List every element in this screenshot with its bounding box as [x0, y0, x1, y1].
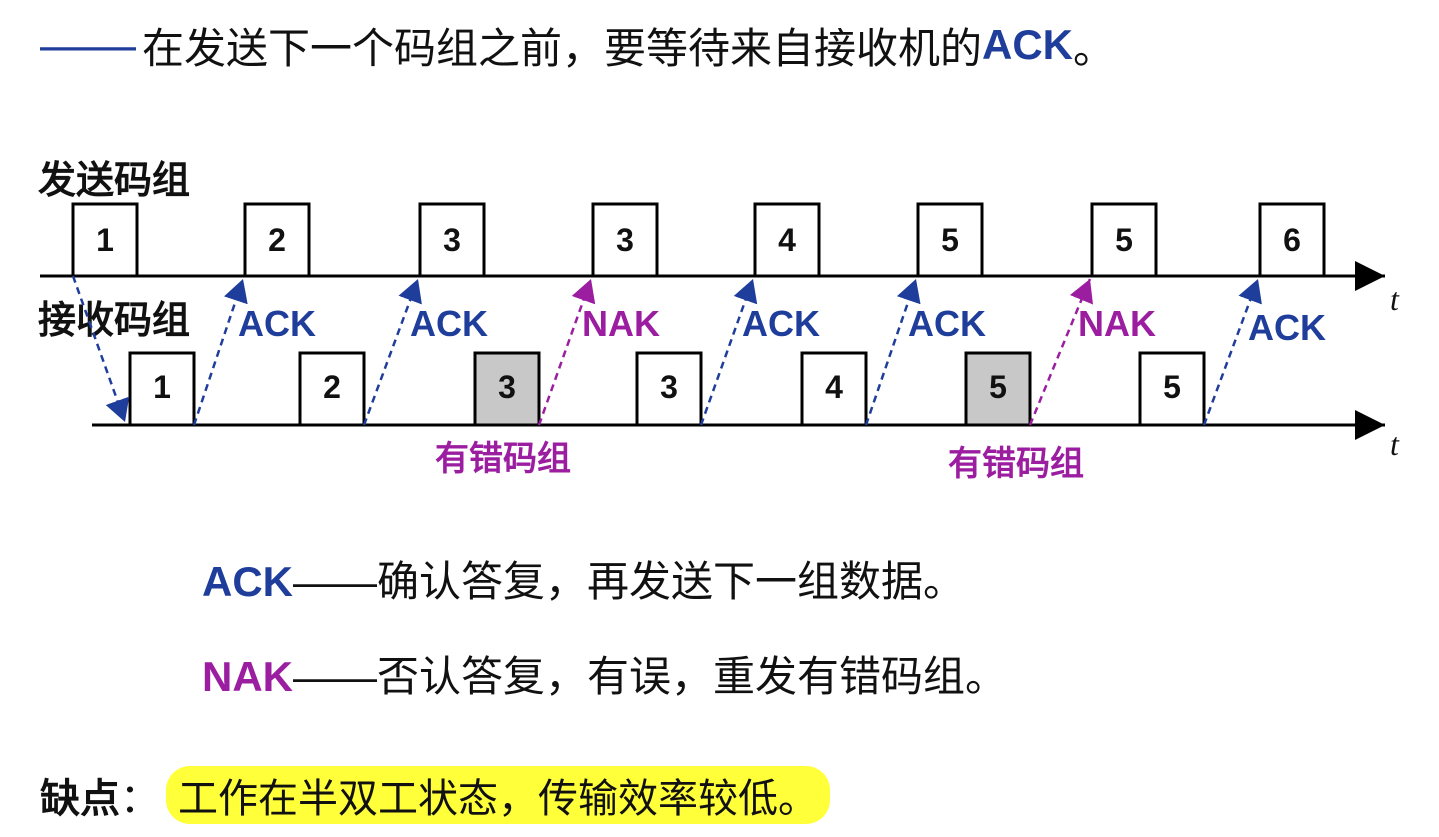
nak-arrow-3 [537, 278, 596, 426]
legend-ack: ACK——确认答复，再发送下一组数据。 [202, 548, 965, 609]
ack-label-2: ACK [410, 303, 488, 344]
footer-label: 缺点 [40, 777, 120, 821]
footer-colon: ： [120, 777, 160, 821]
ack-arrow-2 [362, 278, 422, 426]
ack-arrow-7 [1202, 278, 1262, 426]
send-block-1 [71, 202, 139, 278]
send-block-7 [1090, 202, 1158, 278]
send-block-label-3: 3 [443, 222, 461, 258]
recv-block-3 [473, 351, 541, 427]
header-end: 。 [1073, 24, 1116, 72]
send-block-label-5: 4 [778, 222, 796, 258]
transmit-arrow-1 [71, 275, 130, 423]
recv-blocks: 1 2 3 3 4 5 5 [128, 351, 1206, 427]
recv-block-label-3: 3 [498, 369, 516, 405]
ack-label-7: ACK [1248, 307, 1326, 348]
nak-label-3: NAK [582, 303, 660, 344]
send-block-6 [916, 202, 984, 278]
send-block-label-1: 1 [96, 222, 114, 258]
send-block-8 [1258, 202, 1326, 278]
stop-and-wait-diagram: 发送码组 接收码组 t t 1 2 3 3 4 5 5 6 1 2 3 3 4 5 5 ACK ACK NAK… [38, 158, 1400, 484]
error-label-2: 有错码组 [948, 444, 1084, 484]
header-ack: ACK [982, 21, 1074, 68]
recv-block-label-1: 1 [153, 369, 171, 405]
ack-arrow-4 [699, 278, 758, 426]
recv-block-label-6: 5 [989, 369, 1007, 405]
ack-label-5: ACK [908, 303, 986, 344]
legend-nak-text: ——否认答复，有误，重发有错码组。 [293, 653, 1008, 700]
send-block-label-4: 3 [616, 222, 634, 258]
send-block-3 [418, 202, 486, 278]
send-block-5 [753, 202, 821, 278]
send-block-label-2: 2 [268, 222, 286, 258]
ack-label-4: ACK [742, 303, 820, 344]
send-block-label-6: 5 [941, 222, 959, 258]
recv-label: 接收码组 [38, 298, 190, 342]
header-text: 在发送下一个码组之前，要等待来自接收机的 [142, 24, 983, 72]
send-block-4 [591, 202, 659, 278]
recv-block-label-5: 4 [825, 369, 843, 405]
recv-block-6 [964, 351, 1032, 427]
legend-ack-term: ACK [202, 558, 293, 605]
send-block-label-7: 5 [1115, 222, 1133, 258]
send-label: 发送码组 [38, 158, 190, 202]
recv-block-label-4: 3 [660, 369, 678, 405]
header-line: —— 在发送下一个码组之前，要等待来自接收机的 ACK 。 [40, 10, 1115, 80]
recv-block-7 [1138, 351, 1206, 427]
recv-block-1 [128, 351, 196, 427]
send-axis-t: t [1390, 281, 1400, 317]
recv-axis-t: t [1390, 426, 1400, 462]
send-block-2 [243, 202, 311, 278]
send-block-label-8: 6 [1283, 222, 1301, 258]
recv-block-4 [635, 351, 703, 427]
legend-ack-text: ——确认答复，再发送下一组数据。 [293, 558, 966, 605]
ack-arrow-1 [192, 278, 248, 426]
legend-nak-term: NAK [202, 653, 293, 700]
header-dash: —— [40, 18, 136, 72]
signal-arrows [71, 275, 1262, 426]
nak-arrow-6 [1028, 278, 1094, 426]
recv-block-5 [800, 351, 868, 427]
footer-highlight-text: 工作在半双工状态，传输效率较低。 [166, 766, 830, 824]
ack-label-1: ACK [238, 303, 316, 344]
legend-nak: NAK——否认答复，有误，重发有错码组。 [202, 643, 1007, 704]
nak-label-6: NAK [1078, 303, 1156, 344]
ack-arrow-5 [864, 278, 921, 426]
footer: 缺点： 工作在半双工状态，传输效率较低。 [40, 766, 830, 824]
recv-block-label-7: 5 [1163, 369, 1181, 405]
recv-block-2 [298, 351, 366, 427]
reply-labels: ACK ACK NAK ACK ACK NAK ACK [238, 303, 1326, 348]
send-blocks: 1 2 3 3 4 5 5 6 [71, 202, 1326, 278]
error-label-1: 有错码组 [435, 439, 571, 479]
recv-block-label-2: 2 [323, 369, 341, 405]
